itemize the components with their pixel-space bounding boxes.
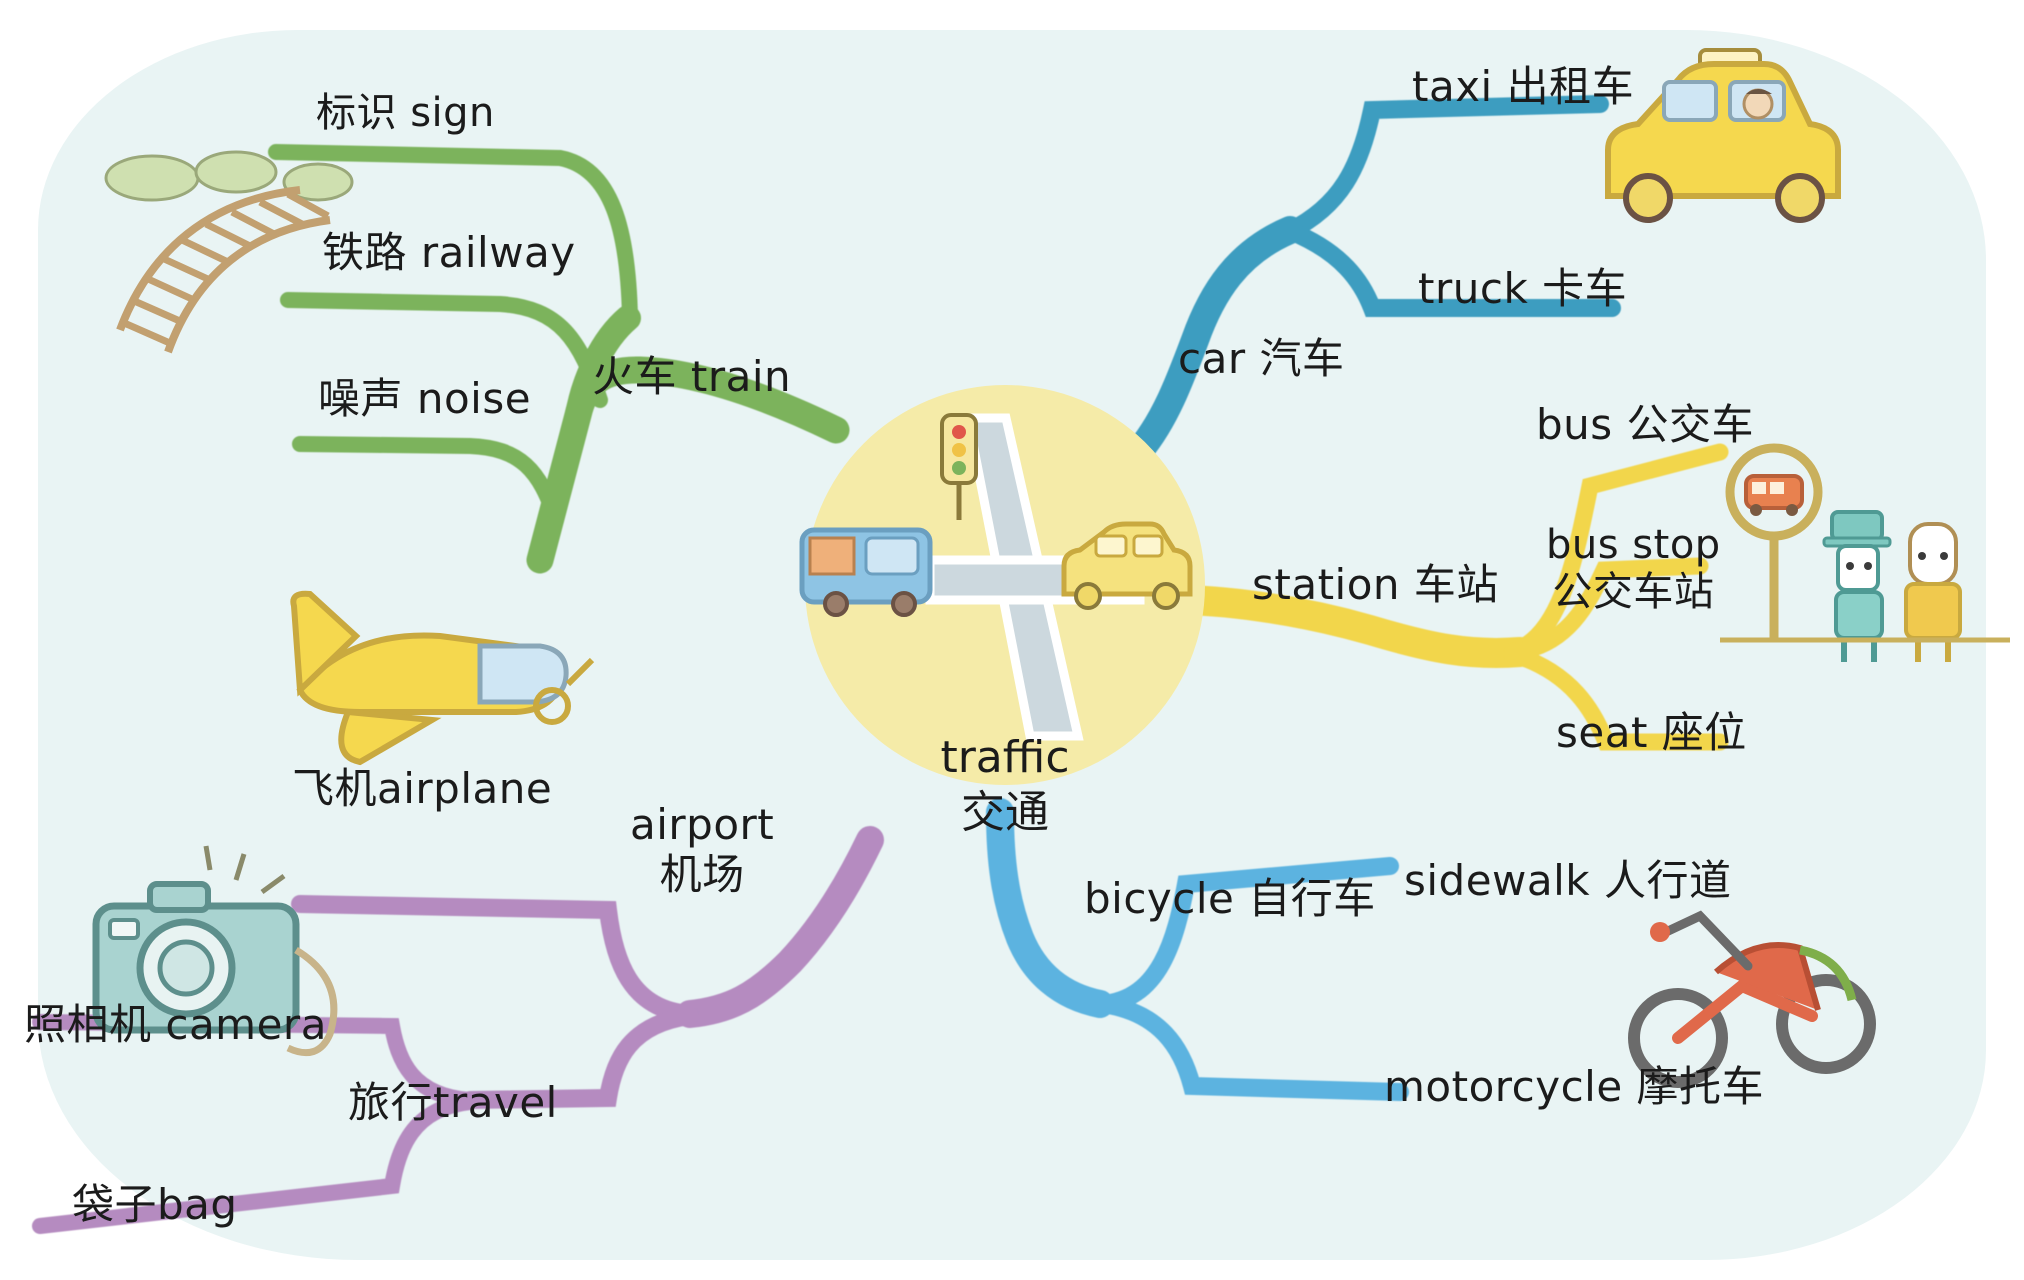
node-label-railway[interactable]: 铁路 railway [322,228,576,277]
branch-label-bicycle[interactable]: bicycle 自行车 [1084,874,1376,923]
node-label-sidewalk[interactable]: sidewalk 人行道 [1404,856,1732,905]
node-label-airplane[interactable]: 飞机airplane [292,764,553,813]
node-label-truck[interactable]: truck 卡车 [1418,264,1628,313]
node-label-seat[interactable]: seat 座位 [1556,708,1747,757]
node-label-sign[interactable]: 标识 sign [316,90,495,136]
node-label-bag[interactable]: 袋子bag [72,1180,238,1229]
center-label: traffic 交通 [940,732,1070,838]
node-label-bus-stop[interactable]: bus stop 公交车站 [1546,522,1721,616]
node-label-bus[interactable]: bus 公交车 [1536,400,1755,449]
node-label-taxi[interactable]: taxi 出租车 [1412,62,1635,111]
branch-label-car[interactable]: car 汽车 [1178,334,1345,383]
center-node[interactable] [805,385,1205,785]
branch-label-station[interactable]: station 车站 [1252,560,1499,609]
node-label-noise[interactable]: 噪声 noise [318,374,532,423]
branch-label-airport[interactable]: airport 机场 [630,800,775,899]
node-label-travel[interactable]: 旅行travel [348,1078,558,1127]
node-label-camera[interactable]: 照相机 camera [24,1000,327,1049]
node-label-motorcycle[interactable]: motorcycle 摩托车 [1384,1062,1765,1111]
branch-label-train[interactable]: 火车 train [592,352,792,401]
